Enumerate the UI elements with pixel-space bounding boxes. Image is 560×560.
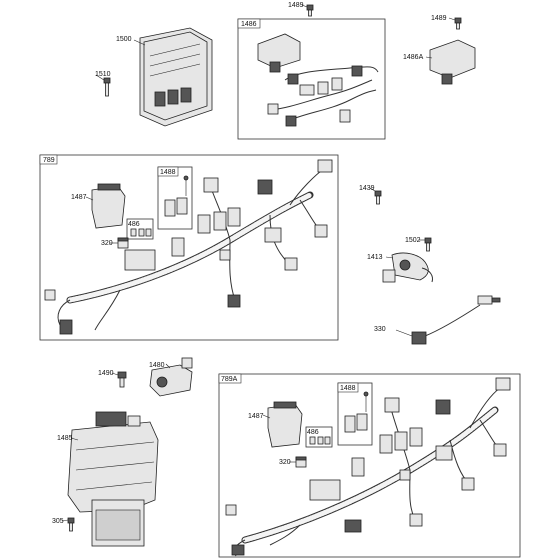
- screw-1502: [424, 237, 432, 252]
- callout-1439: 1439: [359, 185, 375, 192]
- callout-1490: 1490: [98, 370, 114, 377]
- callout-486-upper: 486: [128, 221, 140, 228]
- o2-sensor-330: [411, 295, 501, 345]
- callout-305: 305: [52, 518, 64, 525]
- callout-1500: 1500: [116, 36, 132, 43]
- callout-1487-upper: 1487: [71, 194, 87, 201]
- fuse-486-upper: [130, 228, 152, 237]
- callout-789A: 789A: [221, 376, 238, 383]
- callout-1489-top: 1489: [288, 2, 304, 9]
- map-sensor-1486: [257, 33, 301, 73]
- relay-320-upper: [117, 237, 129, 249]
- callout-1487-lower: 1487: [248, 413, 264, 420]
- callout-330: 330: [374, 326, 386, 333]
- harness-1486: [267, 65, 379, 127]
- bolt-1489-right: [454, 17, 462, 30]
- bolt-1490: [117, 371, 127, 388]
- harness-frame-789A: [218, 373, 521, 558]
- callout-1488-lower: 1488: [340, 385, 356, 392]
- cover-1487-upper: [91, 183, 126, 229]
- connector-1488-upper: [164, 175, 189, 217]
- connector-1488-lower: [344, 391, 369, 433]
- inset-frame-486-upper: [126, 218, 154, 240]
- callout-1502: 1502: [405, 237, 421, 244]
- screw-1510: [103, 77, 111, 97]
- map-sensor-1486A: [429, 39, 476, 85]
- sensor-1413: [382, 252, 433, 283]
- callout-1510: 1510: [95, 71, 111, 78]
- callout-789: 789: [43, 157, 55, 164]
- bolt-1439: [374, 190, 382, 205]
- harness-frame-789: [39, 154, 339, 341]
- fitting-1480: [149, 357, 193, 397]
- callout-1485: 1485: [57, 435, 73, 442]
- callout-320-upper: 320: [101, 240, 113, 247]
- kit-frame-1486: [237, 18, 386, 140]
- cover-1487-lower: [267, 401, 303, 448]
- callout-486-lower: 486: [307, 429, 319, 436]
- fuel-pump-1485: [67, 411, 159, 547]
- callout-1480: 1480: [149, 362, 165, 369]
- callout-1489-right: 1489: [431, 15, 447, 22]
- callout-1488-upper: 1488: [160, 169, 176, 176]
- relay-320-lower: [295, 456, 307, 468]
- inset-frame-486-lower: [305, 426, 333, 448]
- callout-1486: 1486: [241, 21, 257, 28]
- wire-harness-789: [44, 159, 333, 335]
- ecu-module-1500: [139, 27, 213, 127]
- bolt-1489-top: [306, 4, 314, 17]
- wire-harness-789A: [225, 377, 511, 557]
- callout-1413: 1413: [367, 254, 383, 261]
- callout-320-lower: 320: [279, 459, 291, 466]
- fuse-486-lower: [309, 436, 331, 445]
- screw-305: [67, 517, 75, 532]
- callout-1486A: 1486A: [403, 54, 424, 61]
